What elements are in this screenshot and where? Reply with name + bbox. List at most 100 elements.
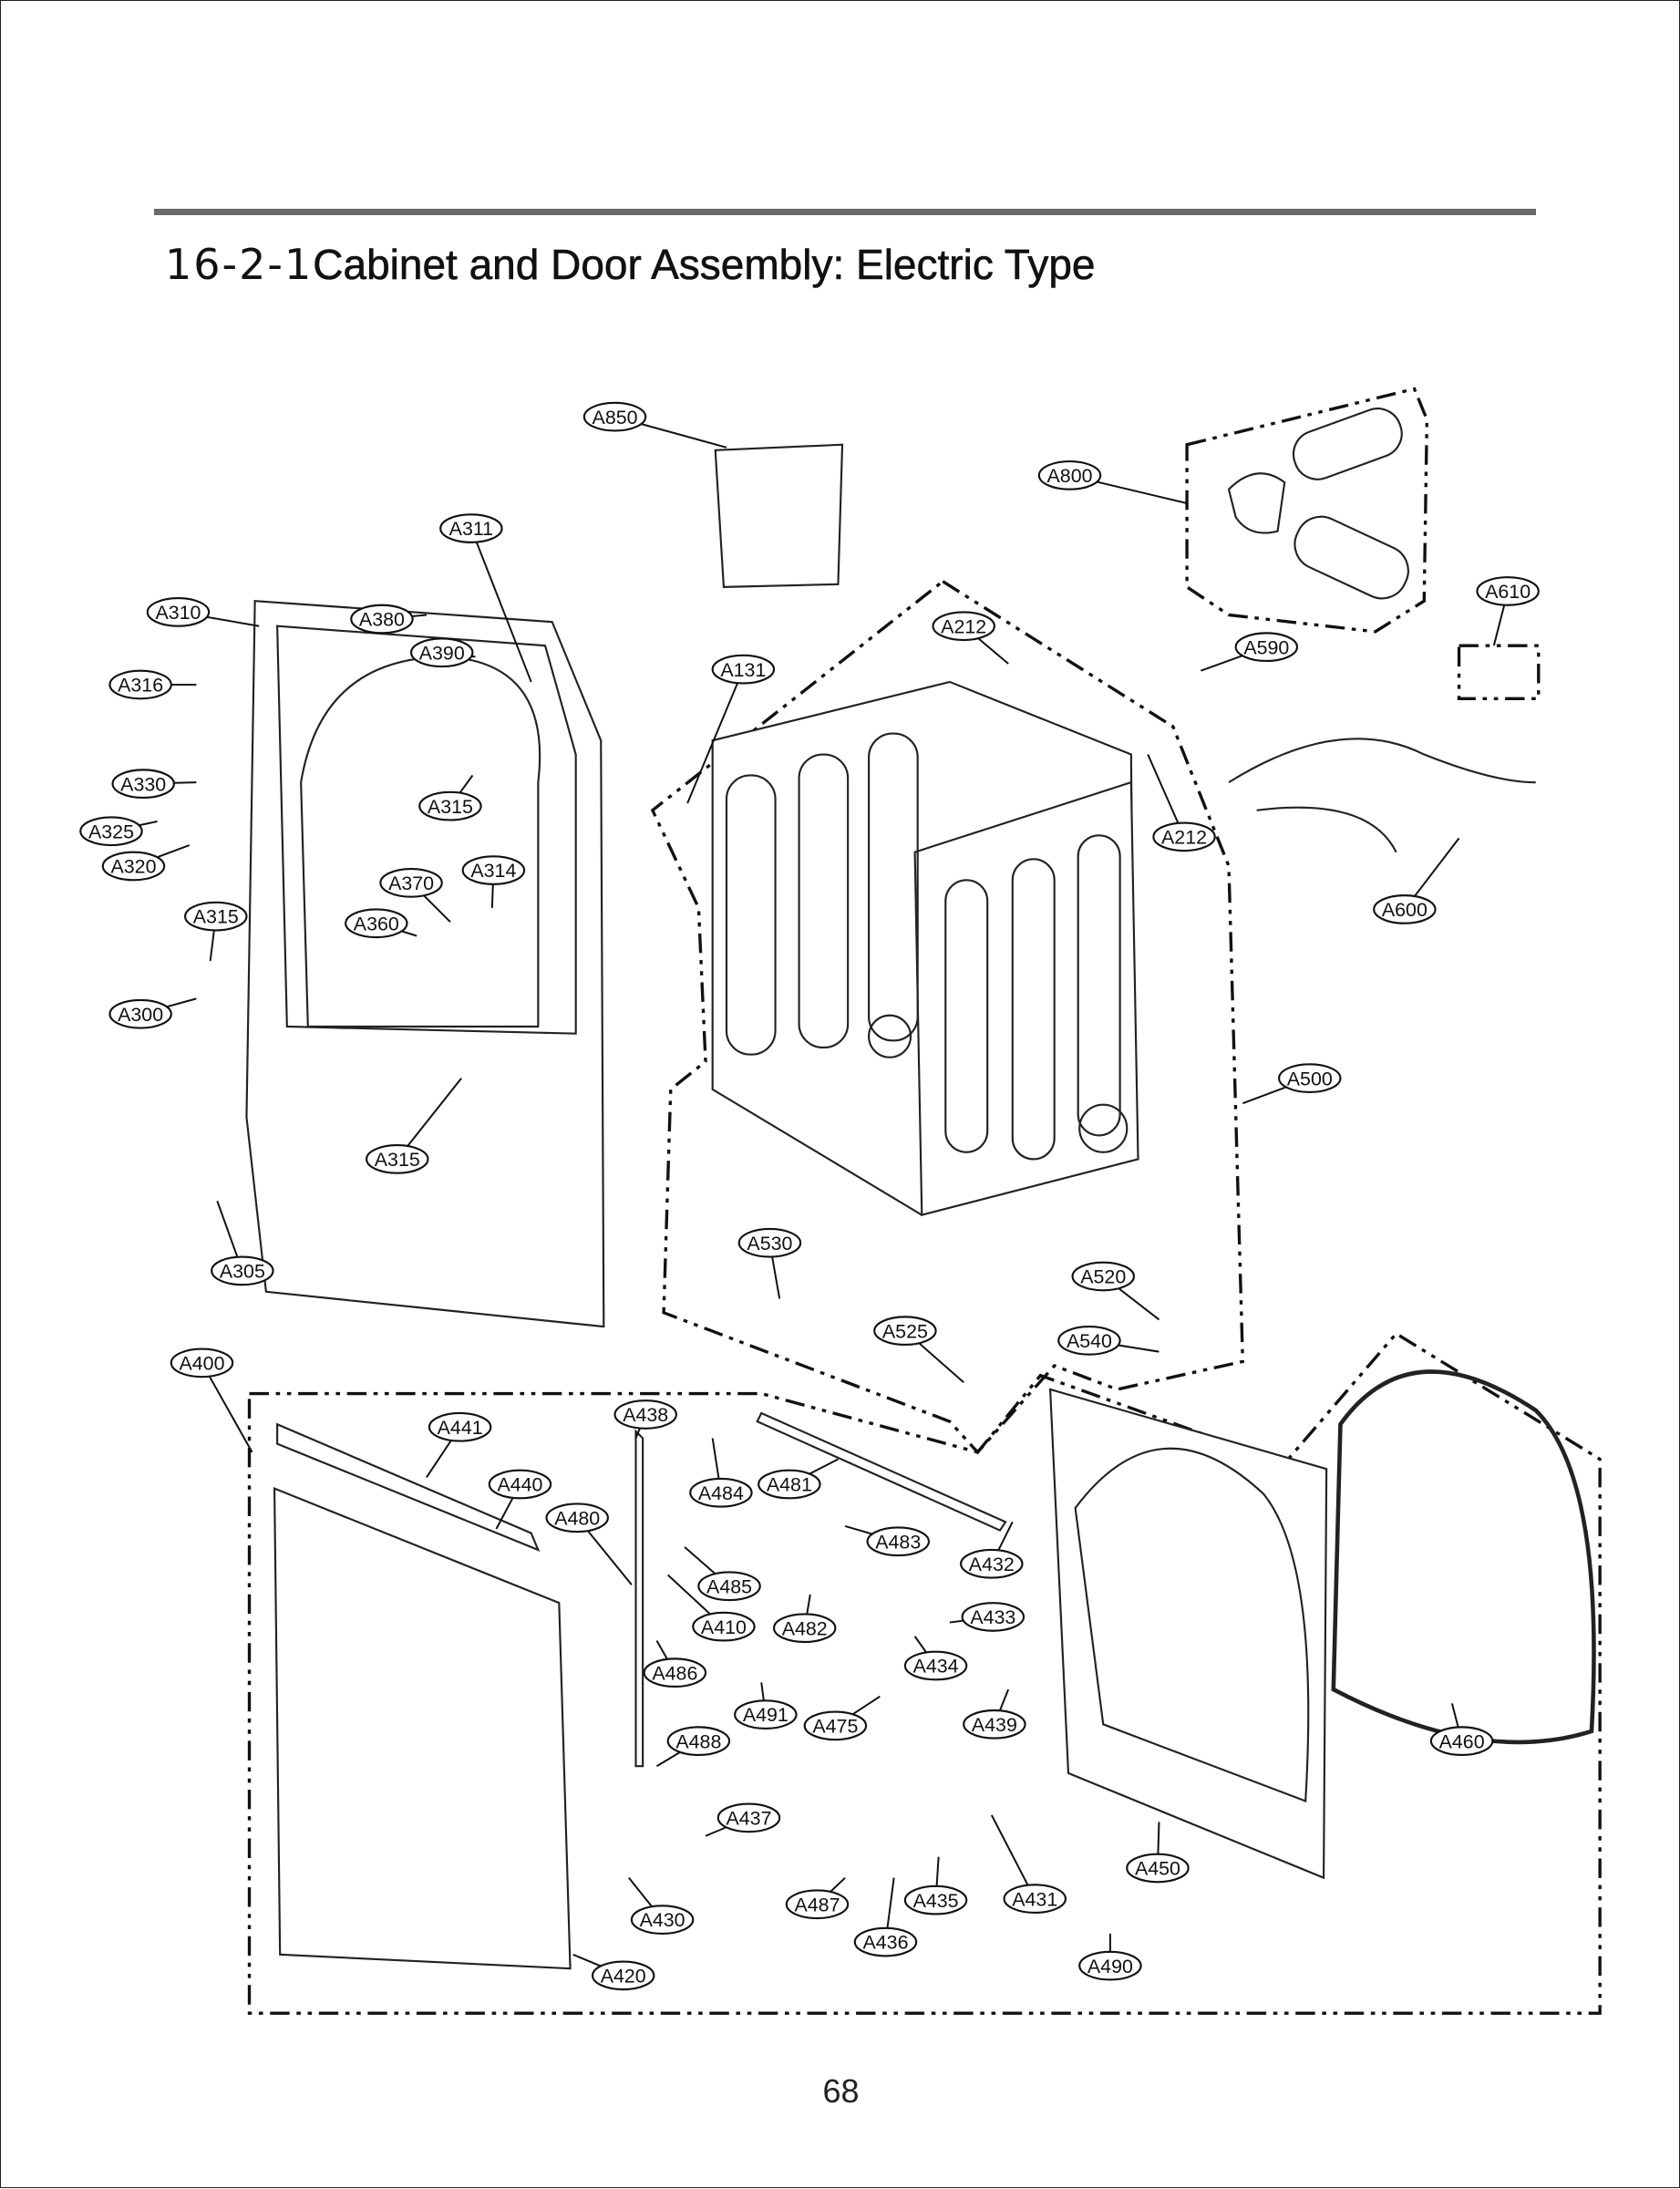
part-number: A530 [747, 1233, 792, 1255]
part-number: A488 [675, 1730, 721, 1752]
part-callout-a390: A390 [409, 637, 476, 668]
part-number: A481 [767, 1474, 812, 1496]
part-callout-a490: A490 [1078, 1933, 1142, 1981]
part-number: A360 [354, 913, 399, 934]
callout-oval [146, 597, 211, 627]
part-callout-a310: A310 [146, 597, 260, 627]
door-panel [273, 1487, 572, 1970]
cabinet-assembly-boundary [650, 579, 1245, 1455]
duct-parts [1227, 408, 1409, 600]
callout-oval [960, 1548, 1024, 1579]
part-number: A300 [118, 1004, 163, 1026]
part-number: A305 [220, 1261, 265, 1283]
part-callout-a315: A315 [184, 901, 248, 962]
part-number: A485 [706, 1575, 752, 1597]
part-number: A314 [470, 860, 516, 882]
part-callout-a460: A460 [1429, 1703, 1494, 1757]
part-number: A440 [497, 1474, 542, 1496]
hinge-rod [634, 1429, 644, 1768]
callout-oval [1071, 1261, 1135, 1292]
part-number: A315 [193, 906, 239, 928]
part-number: A315 [375, 1149, 420, 1171]
part-callout-a482: A482 [772, 1594, 837, 1644]
part-callout-a438: A438 [613, 1399, 677, 1439]
part-callout-a315: A315 [366, 1078, 462, 1174]
part-callout-a480: A480 [545, 1502, 633, 1585]
part-number: A433 [970, 1606, 1015, 1628]
callout-oval [866, 1526, 930, 1557]
part-number: A850 [593, 407, 638, 429]
part-callout-a320: A320 [101, 844, 191, 882]
part-number: A525 [882, 1320, 928, 1342]
part-callout-a300: A300 [108, 997, 197, 1029]
part-number: A438 [623, 1404, 668, 1426]
part-callout-a131: A131 [686, 654, 776, 804]
callout-oval [379, 867, 443, 898]
part-callout-a434: A434 [903, 1636, 968, 1681]
part-callout-a325: A325 [79, 816, 158, 847]
bracket-kit-boundary [1457, 644, 1541, 700]
part-number: A400 [179, 1353, 224, 1375]
part-callout-a370: A370 [379, 867, 451, 923]
callout-oval [366, 1144, 429, 1174]
part-callout-a487: A487 [785, 1876, 850, 1920]
cabinet-box-side [913, 780, 1139, 1217]
part-callout-a540: A540 [1057, 1326, 1160, 1356]
part-callout-a600: A600 [1373, 837, 1460, 924]
callout-oval [488, 1469, 552, 1500]
part-callout-a441: A441 [426, 1411, 492, 1478]
callout-oval [1476, 576, 1540, 606]
part-number: A540 [1067, 1330, 1112, 1352]
part-callout-a435: A435 [903, 1856, 968, 1915]
part-number: A480 [554, 1507, 600, 1529]
callout-oval [1037, 460, 1102, 490]
callout-oval [873, 1316, 937, 1347]
part-number: A491 [743, 1704, 788, 1726]
callout-oval [961, 1602, 1026, 1632]
callout-oval [545, 1502, 609, 1533]
part-callout-a315: A315 [418, 774, 482, 821]
callout-oval [903, 1884, 968, 1915]
part-callout-a850: A850 [582, 401, 727, 449]
callout-oval [111, 769, 175, 800]
part-callout-a500: A500 [1242, 1063, 1342, 1105]
duct-kit-boundary [1185, 387, 1429, 634]
part-number: A430 [640, 1909, 685, 1931]
part-callout-a316: A316 [108, 669, 197, 700]
part-number: A441 [438, 1417, 483, 1439]
part-callout-a400: A400 [170, 1347, 253, 1453]
part-number: A437 [726, 1808, 771, 1830]
part-number: A435 [913, 1890, 959, 1912]
part-number: A380 [359, 609, 405, 631]
part-number: A439 [972, 1714, 1017, 1736]
inner-door-window [1074, 1447, 1310, 1803]
part-number: A482 [782, 1617, 828, 1639]
callout-oval [613, 1399, 677, 1430]
part-callout-a410: A410 [667, 1574, 756, 1642]
part-number: A520 [1080, 1266, 1126, 1288]
callout-oval [439, 513, 503, 543]
section-title: Cabinet and Door Assembly: Electric Type [313, 241, 1096, 289]
part-number: A487 [794, 1894, 840, 1915]
callout-oval [1373, 894, 1437, 924]
callout-oval [1429, 1726, 1494, 1757]
part-drawings [245, 408, 1596, 1970]
callout-oval [643, 1657, 707, 1688]
cabinet-embossing [725, 732, 1129, 1161]
door-trim [276, 1422, 541, 1552]
harness-bag [714, 443, 844, 588]
callout-oval [108, 669, 172, 700]
callout-oval [211, 1255, 274, 1286]
callout-oval [772, 1613, 837, 1644]
callout-oval [903, 1650, 968, 1681]
part-callout-a436: A436 [853, 1877, 918, 1957]
inner-door [1048, 1388, 1328, 1880]
callout-oval [461, 855, 526, 885]
part-number: A460 [1439, 1730, 1485, 1752]
part-callout-a212: A212 [932, 611, 1009, 665]
callout-oval [692, 1611, 756, 1642]
part-number: A483 [875, 1531, 921, 1553]
part-callout-a437: A437 [705, 1802, 781, 1837]
